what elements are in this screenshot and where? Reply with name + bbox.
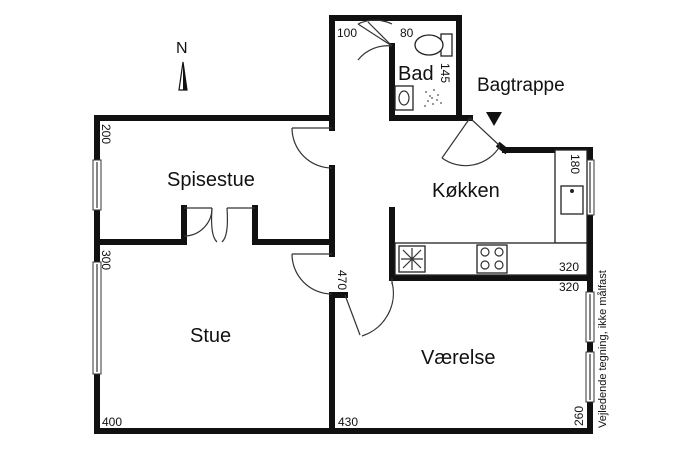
dim-430: 430 [338,415,358,429]
washbasin-icon [394,85,414,111]
dim-100: 100 [337,26,357,40]
room-label-vaerelse: Værelse [421,347,495,369]
dim-80: 80 [400,26,414,40]
kitchen-counter [394,149,588,276]
interior-walls [94,43,593,434]
dim-260: 260 [572,406,586,426]
toilet-icon [414,33,453,57]
stove-icon [476,244,508,274]
room-label-stue: Stue [190,325,231,347]
dim-300: 300 [99,250,113,270]
sink-icon [560,185,584,215]
doors [183,19,501,337]
dim-145: 145 [438,63,452,83]
room-label-spisestue: Spisestue [167,169,255,191]
room-label-kokken: Køkken [432,180,500,202]
dim-470: 470 [335,270,349,290]
window-lines [96,162,591,400]
north-arrow-icon [178,61,188,91]
entrance-arrow-icon [486,112,502,126]
compass-label: N [176,40,188,57]
dim-400: 400 [102,415,122,429]
room-label-bad: Bad [398,63,434,85]
dim-180: 180 [568,154,582,174]
fridge-icon [398,245,426,273]
bathroom-fixtures [394,33,453,111]
disclaimer-label: Vejledende tegning, ikke målfast [597,270,609,428]
shower-icon [424,89,442,107]
dim-320-room: 320 [559,280,579,294]
dim-200: 200 [99,124,113,144]
dim-320-kitchen: 320 [559,260,579,274]
bagtrappe-label: Bagtrappe [477,75,565,96]
